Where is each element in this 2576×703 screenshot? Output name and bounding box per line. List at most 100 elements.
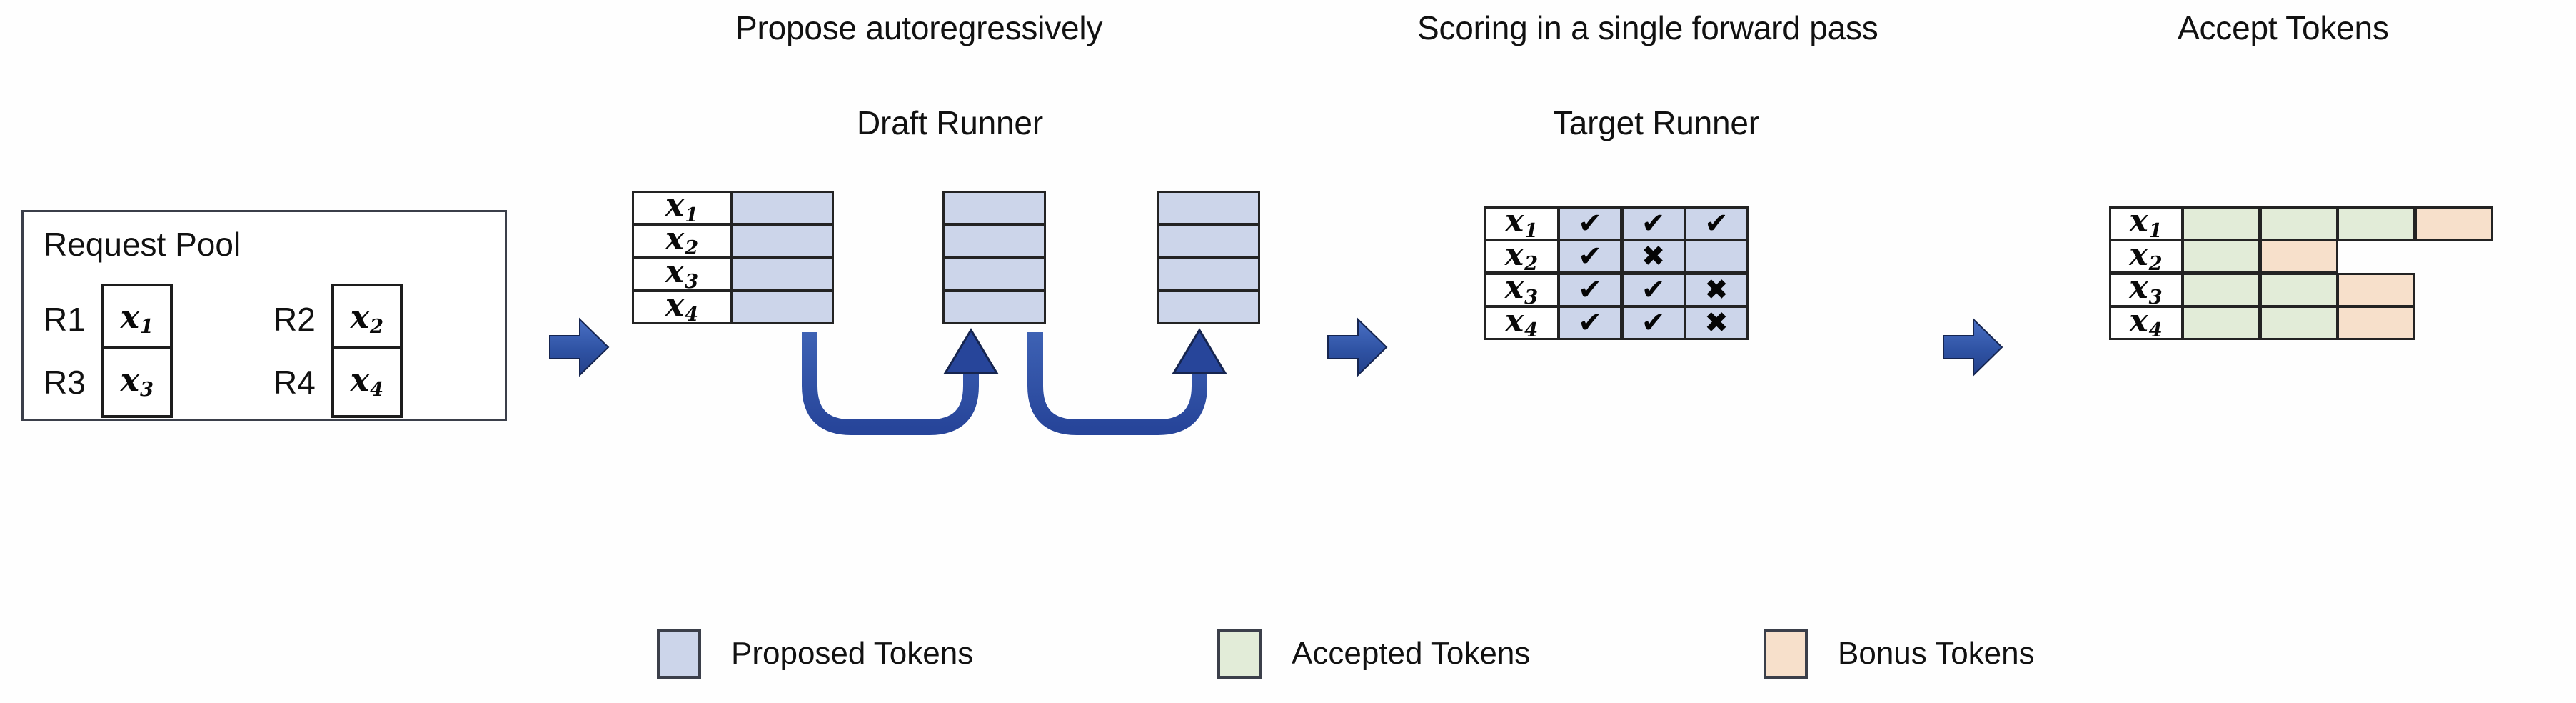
proposed-token-cell[interactable] <box>1157 224 1260 258</box>
bonus-token-cell[interactable] <box>2414 206 2493 241</box>
empty-cell <box>2415 273 2493 307</box>
table-row: x2 <box>2108 239 2493 274</box>
target-row-label-x3: x3 <box>1484 272 1559 307</box>
heading-target-runner: Target Runner <box>1553 104 1759 141</box>
cross-icon <box>1704 309 1729 337</box>
table-row: x3 <box>2108 272 2493 307</box>
bonus-token-cell[interactable] <box>2259 239 2338 274</box>
draft-proposal-column-step-3[interactable] <box>1157 190 1260 324</box>
request-label-r3: R3 <box>44 364 86 401</box>
heading-scoring-single-forward-pass: Scoring in a single forward pass <box>1417 9 1878 46</box>
target-runner-grid: x1 x2 x3 <box>1484 206 1749 340</box>
accepted-token-cell[interactable] <box>2182 239 2260 274</box>
proposed-token-cell[interactable] <box>730 256 834 291</box>
check-icon <box>1578 209 1602 238</box>
draft-row-label-x4: x4 <box>632 289 732 324</box>
target-row-label-x1: x1 <box>1484 206 1559 241</box>
stage-arrow-target-to-accept <box>1942 316 2003 379</box>
score-cell-accept[interactable] <box>1684 206 1749 241</box>
score-cell-accept[interactable] <box>1621 206 1686 241</box>
proposed-token-cell[interactable] <box>1157 290 1260 324</box>
accepted-token-cell[interactable] <box>2182 306 2260 340</box>
legend-label-accepted: Accepted Tokens <box>1292 636 1531 671</box>
legend-item-accepted-tokens: Accepted Tokens <box>1217 629 1530 679</box>
cross-icon <box>1704 276 1729 304</box>
legend-swatch-bonus <box>1764 629 1808 679</box>
token-variable-x3: x3 <box>120 362 154 402</box>
token-variable-x4: x4 <box>350 362 383 402</box>
empty-cell <box>2415 306 2493 340</box>
proposed-token-cell[interactable] <box>942 224 1046 258</box>
table-row: x2 <box>1484 239 1749 274</box>
accepted-token-cell[interactable] <box>2259 306 2338 340</box>
legend-swatch-accepted <box>1217 629 1262 679</box>
request-token-box-r2: x2 <box>331 284 403 355</box>
score-cell-accept[interactable] <box>1621 272 1686 307</box>
check-icon <box>1641 209 1666 238</box>
score-cell-accept[interactable] <box>1558 206 1622 241</box>
accepted-token-cell[interactable] <box>2259 206 2338 241</box>
bonus-token-cell[interactable] <box>2337 272 2415 307</box>
request-pool-panel: Request Pool R1 x1 R2 x2 R3 x3 R4 x4 <box>21 210 507 421</box>
draft-proposal-column-step-1[interactable] <box>730 190 834 324</box>
proposed-token-cell[interactable] <box>730 224 834 258</box>
proposed-token-cell[interactable] <box>1157 190 1260 225</box>
bonus-token-cell[interactable] <box>2337 306 2415 340</box>
proposed-token-cell[interactable] <box>1157 256 1260 291</box>
target-row-label-x4: x4 <box>1484 305 1559 340</box>
request-label-r2: R2 <box>273 301 316 338</box>
legend: Proposed Tokens Accepted Tokens Bonus To… <box>0 623 2576 687</box>
check-icon <box>1641 276 1666 304</box>
request-item-r4[interactable]: R4 x4 <box>273 346 403 418</box>
accepted-token-cell[interactable] <box>2182 272 2260 307</box>
target-row-label-x2: x2 <box>1484 239 1559 274</box>
check-icon <box>1578 276 1602 304</box>
table-row: x4 <box>2108 305 2493 340</box>
check-icon <box>1578 242 1602 271</box>
score-cell-empty[interactable] <box>1684 239 1749 274</box>
feedback-arrow-step2-to-step3 <box>1027 328 1227 435</box>
check-icon <box>1704 209 1729 238</box>
request-token-box-r4: x4 <box>331 346 403 418</box>
score-cell-accept[interactable] <box>1621 306 1686 340</box>
token-variable-x2: x2 <box>350 299 383 339</box>
score-cell-accept[interactable] <box>1558 306 1622 340</box>
table-row: x1 <box>1484 206 1749 241</box>
accepted-token-cell[interactable] <box>2259 272 2338 307</box>
draft-proposal-column-step-2[interactable] <box>942 190 1046 324</box>
empty-cell <box>2415 239 2493 274</box>
accept-row-label-x3: x3 <box>2108 272 2183 307</box>
proposed-token-cell[interactable] <box>730 190 834 225</box>
score-cell-accept[interactable] <box>1558 239 1622 274</box>
request-label-r1: R1 <box>44 301 86 338</box>
proposed-token-cell[interactable] <box>942 190 1046 225</box>
token-variable-x1: x1 <box>120 299 154 339</box>
legend-label-proposed: Proposed Tokens <box>731 636 974 671</box>
legend-item-bonus-tokens: Bonus Tokens <box>1764 629 2035 679</box>
draft-runner-label-column: x1 x2 x3 x4 <box>632 190 732 324</box>
heading-propose-autoregressively: Propose autoregressively <box>735 9 1103 46</box>
empty-cell <box>2337 239 2415 274</box>
request-label-r4: R4 <box>273 364 316 401</box>
score-cell-reject[interactable] <box>1684 272 1749 307</box>
request-item-r2[interactable]: R2 x2 <box>273 284 403 355</box>
score-cell-reject[interactable] <box>1684 306 1749 340</box>
accept-row-label-x2: x2 <box>2108 239 2183 274</box>
request-item-r3[interactable]: R3 x3 <box>44 346 173 418</box>
draft-row-label-x3: x3 <box>632 256 732 291</box>
score-cell-reject[interactable] <box>1621 239 1686 274</box>
accepted-token-cell[interactable] <box>2337 206 2415 241</box>
request-pool-title: Request Pool <box>44 226 241 263</box>
draft-row-label-x1: x1 <box>632 190 732 225</box>
proposed-token-cell[interactable] <box>942 290 1046 324</box>
score-cell-accept[interactable] <box>1558 272 1622 307</box>
check-icon <box>1641 309 1666 337</box>
request-item-r1[interactable]: R1 x1 <box>44 284 173 355</box>
proposed-token-cell[interactable] <box>942 256 1046 291</box>
proposed-token-cell[interactable] <box>730 290 834 324</box>
legend-item-proposed-tokens: Proposed Tokens <box>657 629 973 679</box>
request-token-box-r3: x3 <box>101 346 173 418</box>
accepted-token-cell[interactable] <box>2182 206 2260 241</box>
draft-row-label-x2: x2 <box>632 223 732 258</box>
